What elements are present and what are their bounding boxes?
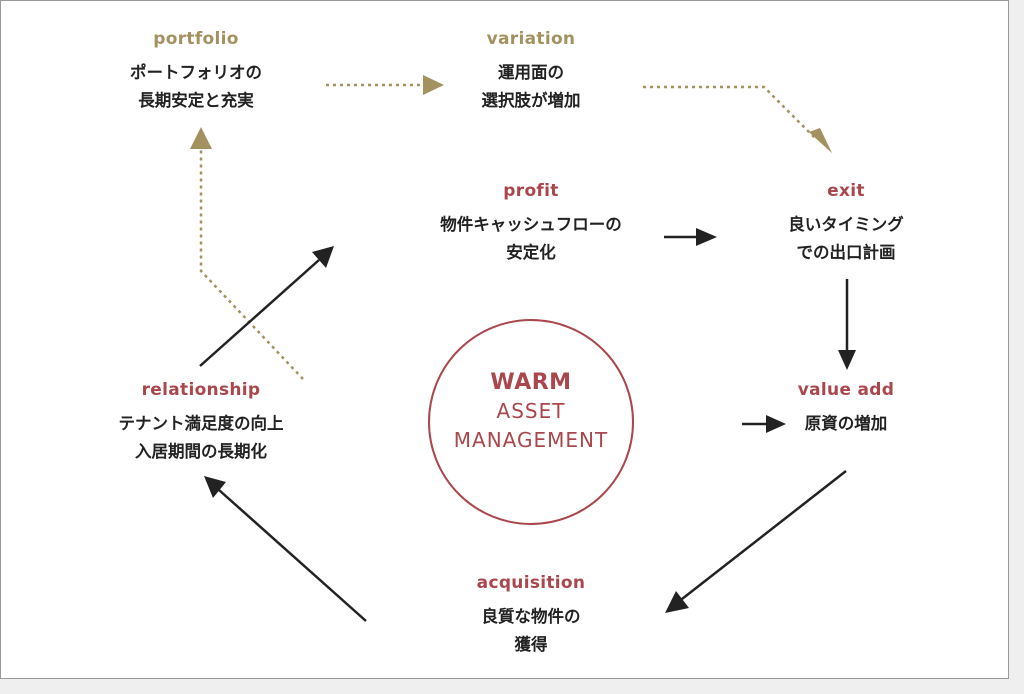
black-arrow-value-add-to-acquisition <box>665 470 847 613</box>
gold-arrow-relationship-to-portfolio <box>190 127 304 380</box>
center-circle: WARM ASSET MANAGEMENT <box>428 319 634 525</box>
black-arrow-into-value-add <box>742 415 786 433</box>
node-text-line: テナント満足度の向上 <box>118 414 284 433</box>
node-portfolio: portfolio ポートフォリオの 長期安定と充実 <box>91 29 301 115</box>
node-text-line: での出口計画 <box>796 243 896 262</box>
node-text-line: 物件キャッシュフローの <box>440 215 622 234</box>
center-subtitle-line: ASSET <box>496 399 566 423</box>
center-subtitle-line: MANAGEMENT <box>453 428 609 452</box>
diagram-card: portfolio ポートフォリオの 長期安定と充実 variation 運用面… <box>0 0 1009 679</box>
black-arrow-exit-to-value-add <box>838 279 856 370</box>
node-label: portfolio <box>153 29 239 49</box>
gold-arrow-variation-to-exit <box>643 85 833 154</box>
node-text-line: 獲得 <box>514 635 548 654</box>
black-arrow-profit-to-exit <box>664 228 717 246</box>
node-exit: exit 良いタイミング での出口計画 <box>741 181 951 267</box>
node-text-line: ポートフォリオの <box>130 63 262 82</box>
node-text-line: 長期安定と充実 <box>138 91 254 110</box>
node-text-line: 良いタイミング <box>788 215 904 234</box>
node-label: acquisition <box>476 573 586 593</box>
node-label: variation <box>486 29 576 49</box>
node-text-line: 原資の増加 <box>804 414 888 433</box>
black-arrow-relationship-to-profit <box>199 246 334 367</box>
node-text-line: 安定化 <box>506 243 556 262</box>
node-text-line: 選択肢が増加 <box>481 91 581 110</box>
node-variation: variation 運用面の 選択肢が増加 <box>426 29 636 115</box>
node-label: profit <box>503 181 559 201</box>
node-relationship: relationship テナント満足度の向上 入居期間の長期化 <box>81 380 321 466</box>
node-profit: profit 物件キャッシュフローの 安定化 <box>401 181 661 267</box>
node-label: exit <box>827 181 865 201</box>
node-value-add: value add 原資の増加 <box>741 380 951 438</box>
node-acquisition: acquisition 良質な物件の 獲得 <box>426 573 636 659</box>
node-text-line: 入居期間の長期化 <box>135 442 267 461</box>
center-title: WARM <box>490 370 572 395</box>
node-text-line: 良質な物件の <box>481 607 581 626</box>
arrow-layer <box>190 75 856 622</box>
node-text-line: 運用面の <box>498 63 564 82</box>
black-arrow-acquisition-to-relationship <box>204 476 367 622</box>
node-label: value add <box>797 380 895 400</box>
gold-arrow-portfolio-to-variation <box>326 75 444 95</box>
node-label: relationship <box>141 380 261 400</box>
